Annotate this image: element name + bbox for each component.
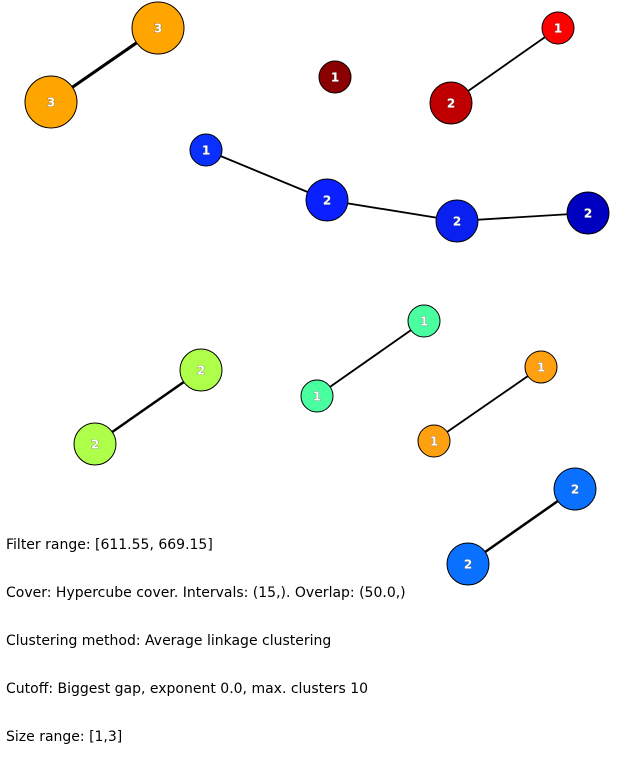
graph-node: 2 xyxy=(446,542,490,586)
node-label: 1 xyxy=(554,22,562,36)
graph-edge xyxy=(456,212,589,222)
graph-edge xyxy=(433,366,542,442)
clustering-method-text: Clustering method: Average linkage clust… xyxy=(6,633,332,649)
node-label: 3 xyxy=(154,22,162,36)
graph-node: 1 xyxy=(318,60,352,94)
node-label: 1 xyxy=(331,71,339,85)
node-label: 2 xyxy=(323,194,331,208)
graph-node: 2 xyxy=(429,81,473,125)
node-circle xyxy=(541,11,575,45)
graph-edge xyxy=(94,368,202,446)
node-label: 1 xyxy=(537,361,545,375)
graph-node: 2 xyxy=(73,422,117,466)
node-label: 2 xyxy=(584,207,592,221)
node-label: 2 xyxy=(464,558,472,572)
graph-node: 1 xyxy=(300,379,334,413)
node-circle xyxy=(305,178,349,222)
graph-node: 3 xyxy=(131,1,185,55)
graph-edge xyxy=(205,149,328,201)
graph-edge xyxy=(316,320,425,397)
graph-node: 2 xyxy=(553,467,597,511)
mapper-graph: 3 3 1 1 2 1 2 2 2 2 2 1 1 1 1 2 2 xyxy=(24,1,610,586)
node-label: 2 xyxy=(197,364,205,378)
graph-edge xyxy=(467,487,576,566)
graph-node: 3 xyxy=(24,75,78,129)
node-label: 3 xyxy=(47,96,55,110)
node-circle xyxy=(435,199,479,243)
node-circle xyxy=(553,467,597,511)
graph-node: 2 xyxy=(305,178,349,222)
node-circle xyxy=(524,350,558,384)
node-circle xyxy=(73,422,117,466)
graph-node: 1 xyxy=(417,424,451,458)
node-circle xyxy=(318,60,352,94)
graph-node: 1 xyxy=(541,11,575,45)
node-label: 1 xyxy=(430,435,438,449)
graph-node: 2 xyxy=(435,199,479,243)
graph-node: 1 xyxy=(407,304,441,338)
node-label: 2 xyxy=(571,483,579,497)
node-label: 2 xyxy=(91,438,99,452)
node-circle xyxy=(566,191,610,235)
filter-range-text: Filter range: [611.55, 669.15] xyxy=(6,537,213,553)
node-circle xyxy=(429,81,473,125)
node-label: 1 xyxy=(313,390,321,404)
graph-node: 1 xyxy=(524,350,558,384)
graph-nodes: 3 3 1 1 2 1 2 2 2 2 2 1 1 1 1 2 2 xyxy=(24,1,610,586)
node-label: 1 xyxy=(202,144,210,158)
node-circle xyxy=(300,379,334,413)
node-circle xyxy=(24,75,78,129)
graph-edges xyxy=(50,26,589,566)
cutoff-text: Cutoff: Biggest gap, exponent 0.0, max. … xyxy=(6,681,369,697)
node-circle xyxy=(189,133,223,167)
graph-node: 1 xyxy=(189,133,223,167)
cover-text: Cover: Hypercube cover. Intervals: (15,)… xyxy=(6,585,406,601)
node-label: 2 xyxy=(453,215,461,229)
graph-node: 2 xyxy=(566,191,610,235)
node-circle xyxy=(417,424,451,458)
size-range-text: Size range: [1,3] xyxy=(6,729,123,745)
graph-node: 2 xyxy=(179,348,223,392)
node-circle xyxy=(407,304,441,338)
graph-edge xyxy=(450,27,559,104)
node-circle xyxy=(446,542,490,586)
node-label: 1 xyxy=(420,315,428,329)
node-circle xyxy=(179,348,223,392)
node-label: 2 xyxy=(447,97,455,111)
node-circle xyxy=(131,1,185,55)
graph-edge xyxy=(326,199,458,222)
mapper-parameters: Filter range: [611.55, 669.15] Cover: Hy… xyxy=(6,505,406,761)
